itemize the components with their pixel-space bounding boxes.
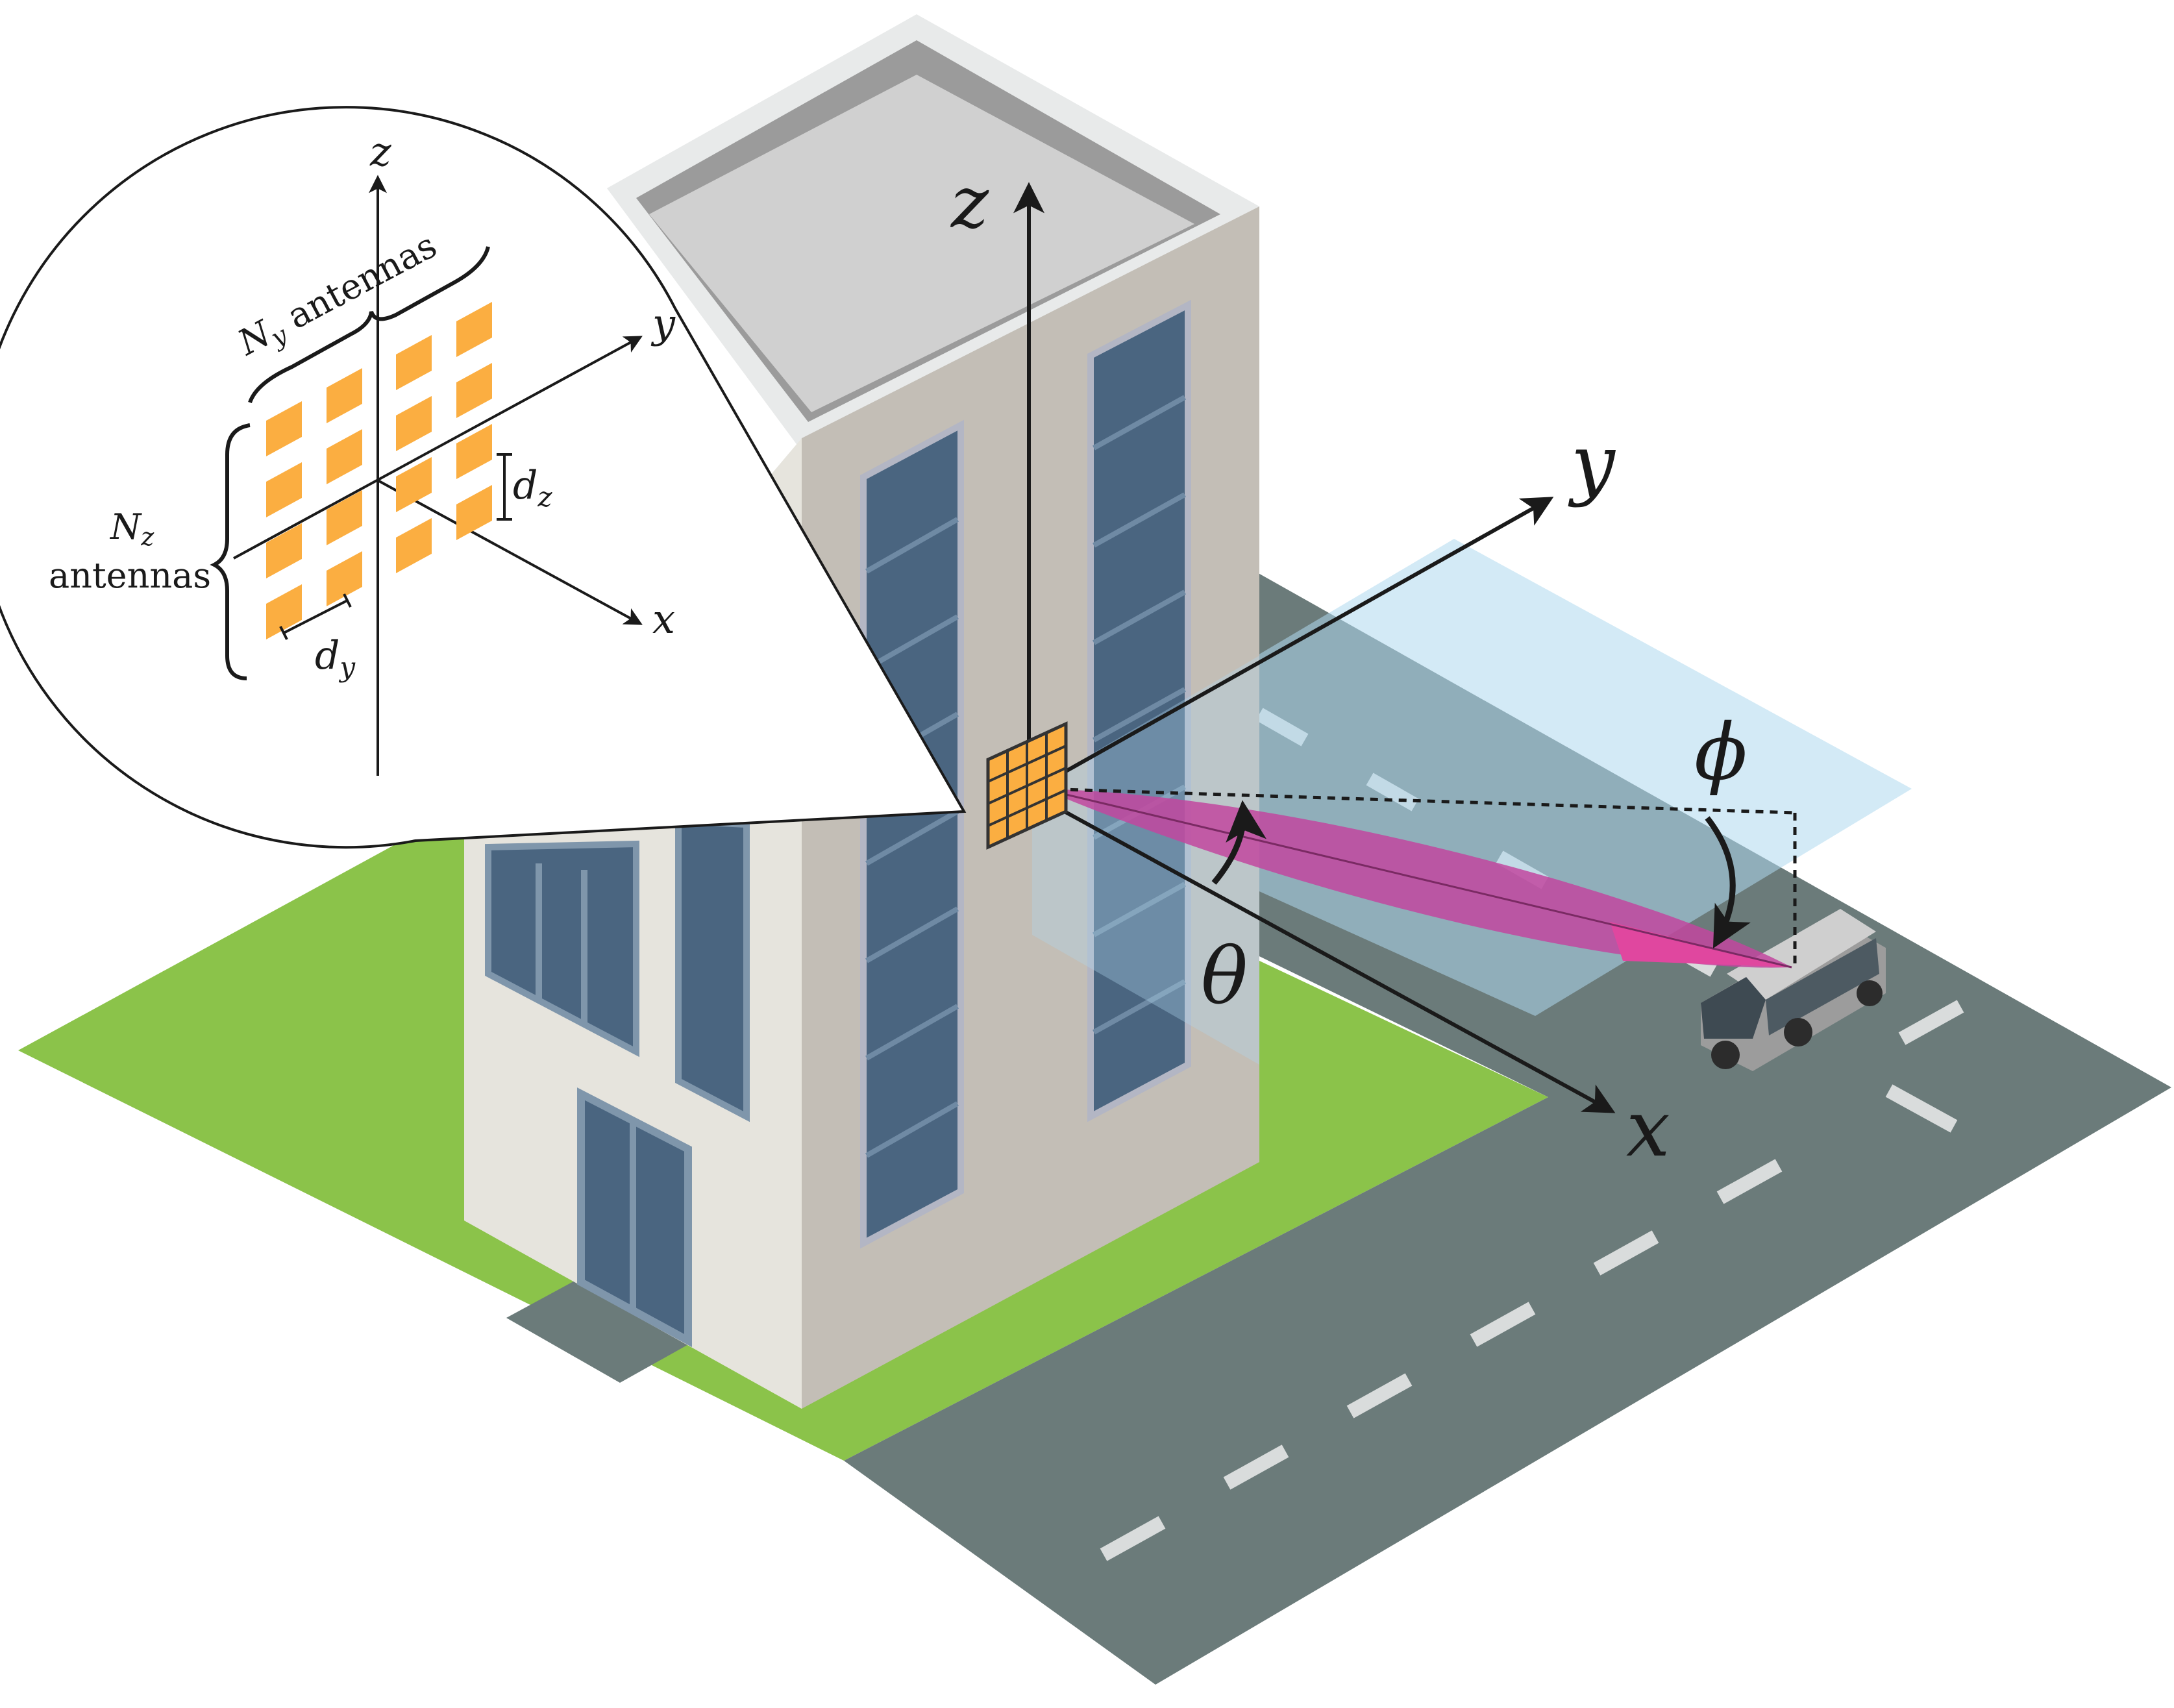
dy-label: dy <box>315 633 356 683</box>
x-axis <box>1028 790 1616 1113</box>
phi-label: ϕ <box>1694 708 1748 798</box>
theta-arc <box>1211 800 1266 885</box>
nz-symbol-label: Nz <box>109 506 154 551</box>
dy-marker <box>279 593 352 640</box>
inset-y-axis <box>233 336 643 560</box>
projection-lines <box>1041 787 1797 967</box>
inset-x-axis <box>377 479 643 625</box>
inset-x-label: x <box>652 595 675 643</box>
inset-antenna-grid <box>266 302 492 639</box>
antenna-array-small <box>986 721 1068 850</box>
inset-axes <box>233 175 643 776</box>
z-axis-label: z <box>950 161 989 244</box>
x-axis-label: x <box>1626 1084 1670 1174</box>
inset-bubble <box>0 106 967 849</box>
y-axis <box>1028 497 1554 794</box>
theta-label: θ <box>1201 932 1248 1022</box>
dz-marker <box>497 453 512 521</box>
car <box>1701 909 1886 1071</box>
y-axis-label: y <box>1568 419 1616 509</box>
main-axes <box>1013 182 1616 1113</box>
dz-label: dz <box>513 463 552 513</box>
sidewalk-patch <box>506 1276 701 1383</box>
xy-plane <box>1032 539 1912 1016</box>
nz-brace <box>210 423 251 680</box>
inset-z-label: z <box>369 128 391 175</box>
phi-arc <box>1705 816 1751 949</box>
ny-brace <box>248 246 490 404</box>
inset-y-label: y <box>650 300 676 347</box>
nz-antennas-label: antennas <box>49 555 211 596</box>
